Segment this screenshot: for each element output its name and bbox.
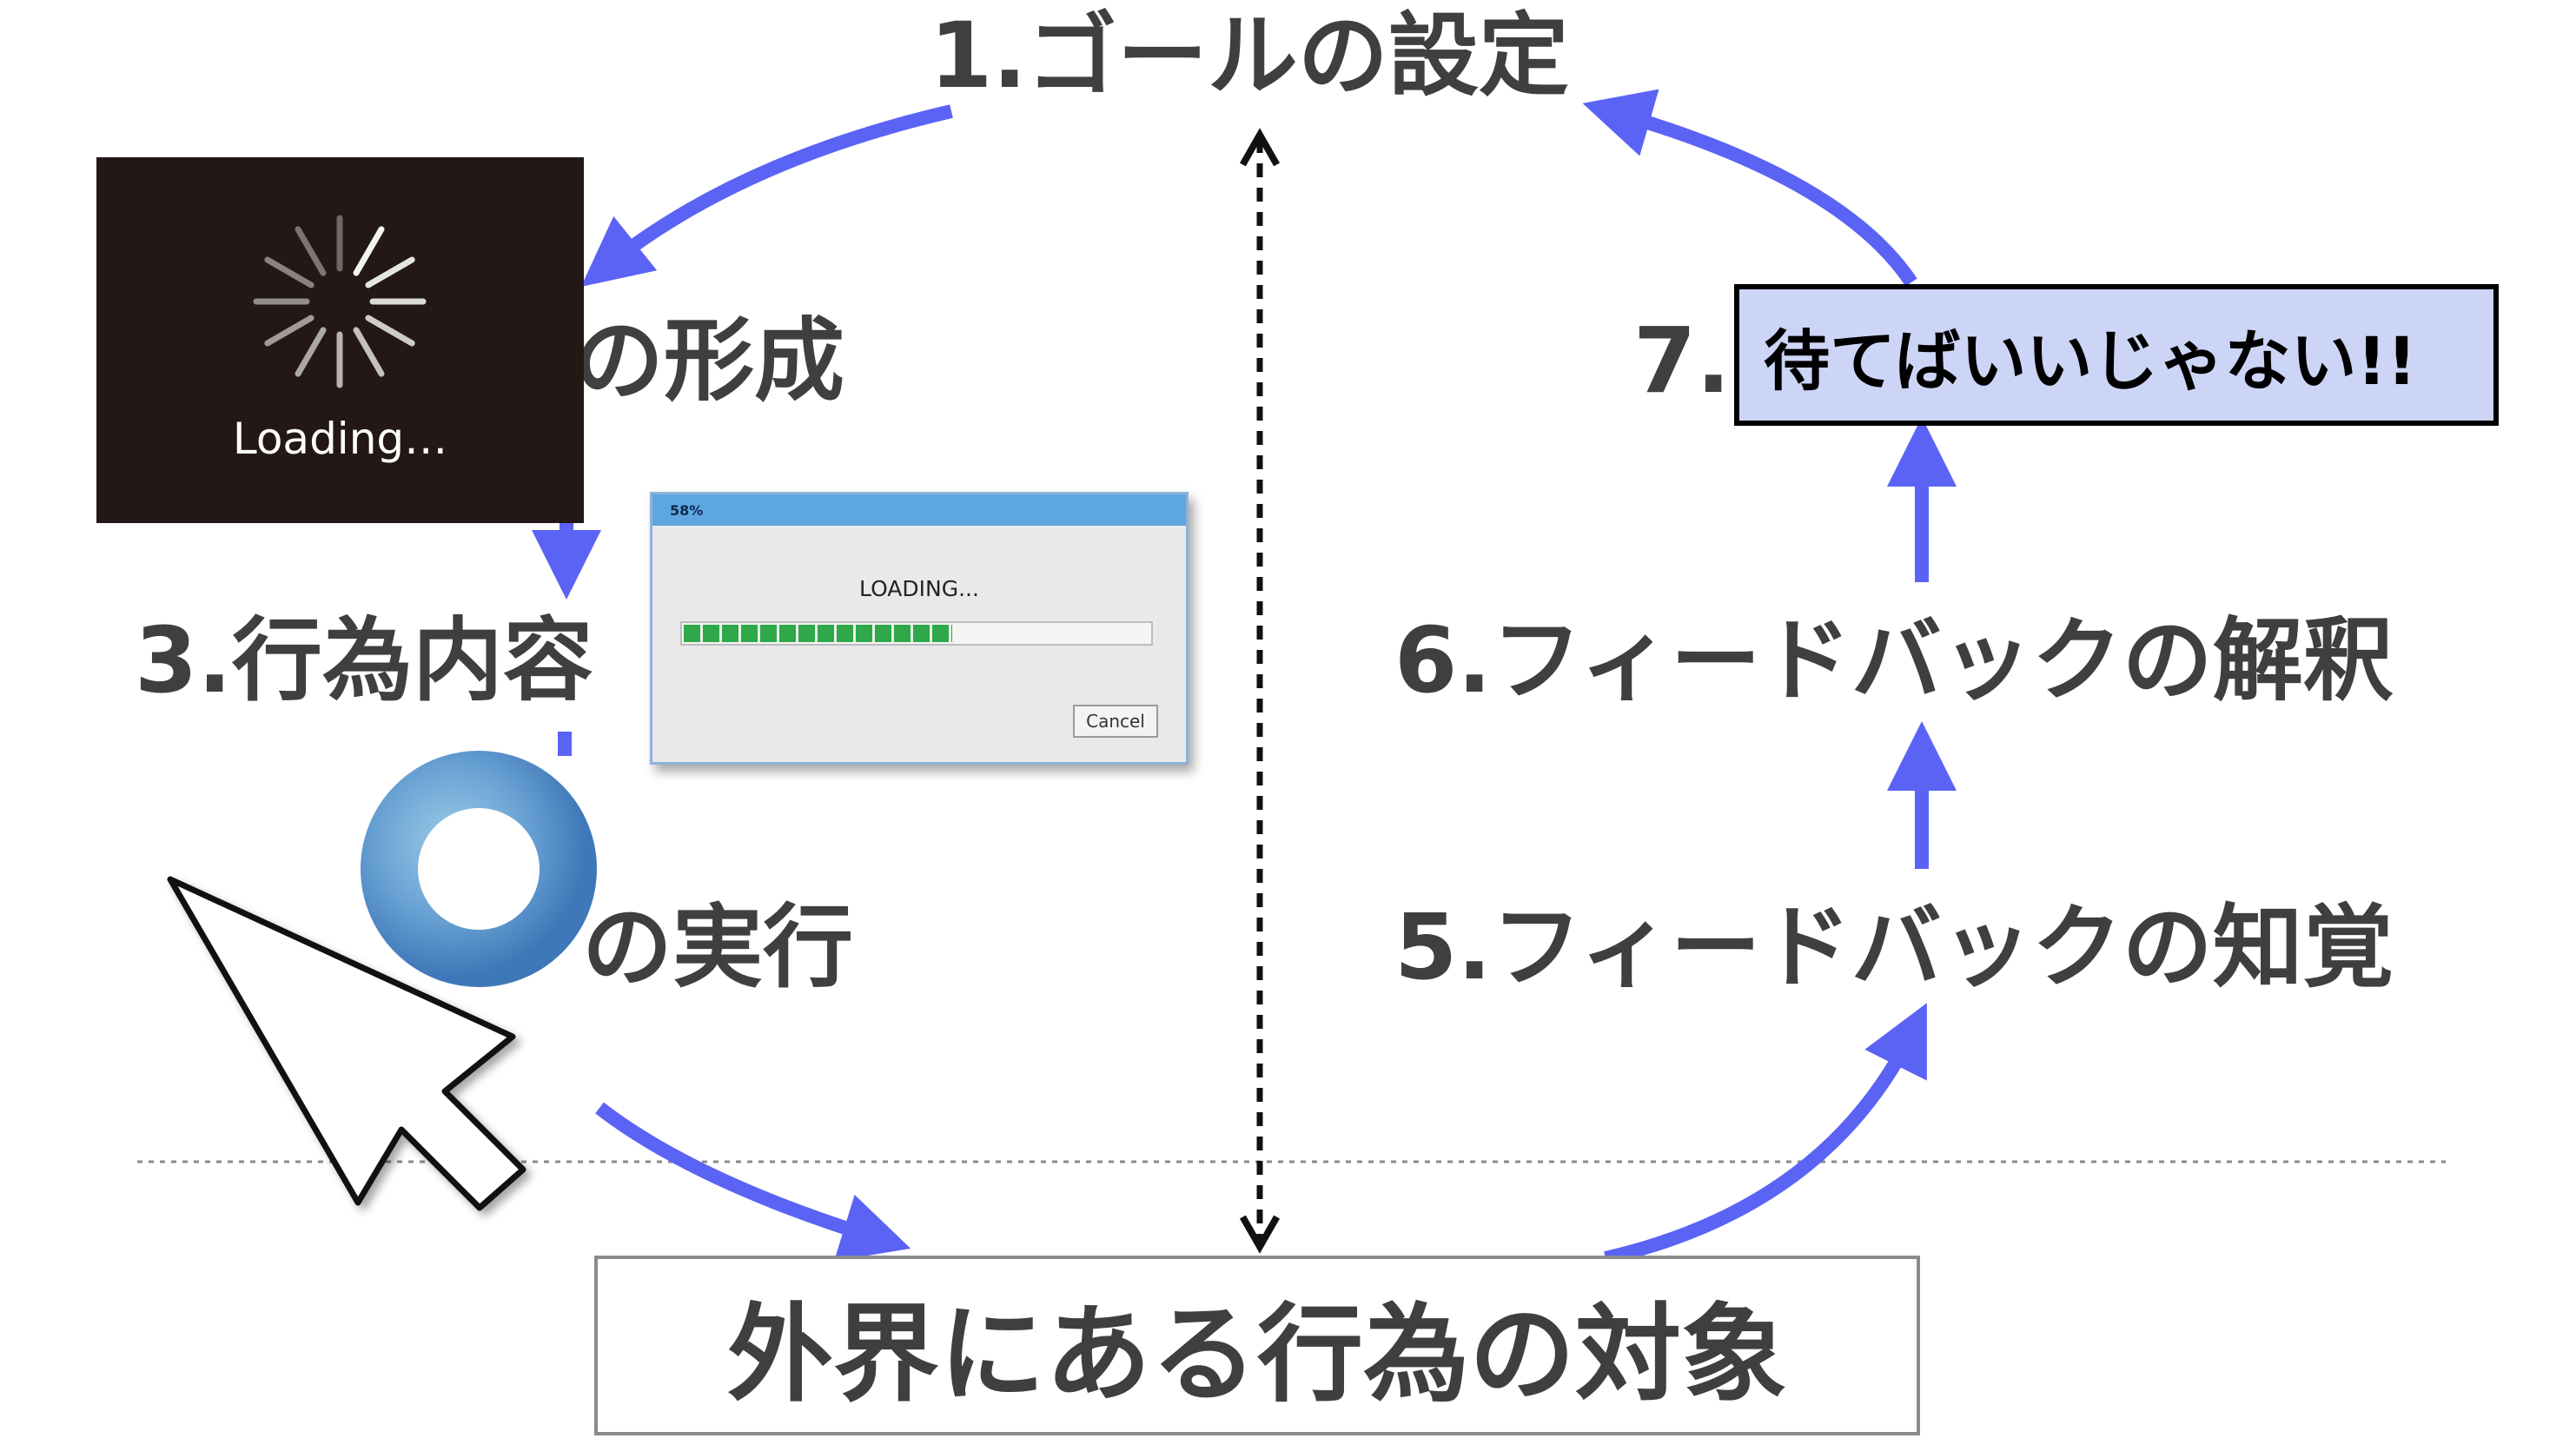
arrow-goal-to-intention: [580, 104, 953, 287]
stage-intention-label: の形成: [573, 308, 845, 414]
stage-evaluation-label: 7.: [1633, 308, 1731, 414]
arrow-evaluation-to-goal: [1582, 89, 1917, 287]
spinner-spoke: [295, 327, 327, 377]
loading-dialog: 58% LOADING... Cancel: [650, 492, 1189, 765]
mouse-cursor-icon: [167, 876, 526, 1211]
world-object-label: 外界にある行為の対象: [727, 1293, 1787, 1416]
spinner-spoke: [353, 226, 385, 276]
arrow-execution-to-world: [595, 1102, 911, 1262]
callout-box: 待てばいいじゃない!!: [1734, 284, 2499, 426]
loading-spinner-overlay: Loading…: [96, 157, 584, 523]
busy-ring-icon: [361, 751, 597, 987]
stage-interpretation-label: 6.フィードバックの解釈: [1394, 607, 2394, 713]
spinner-spoke: [365, 315, 415, 347]
dialog-title-bar[interactable]: 58%: [652, 494, 1186, 526]
progress-bar-fill: [684, 625, 953, 642]
arrow-world-to-perception: [1604, 1003, 1927, 1265]
dialog-title-text: 58%: [670, 502, 704, 519]
spinner-icon: [253, 215, 427, 388]
progress-bar: [680, 621, 1153, 646]
world-object-box: 外界にある行為の対象: [594, 1256, 1920, 1435]
spinner-spoke: [295, 226, 327, 276]
spinner-spoke: [264, 256, 315, 288]
spinner-spoke: [264, 315, 315, 347]
spinner-spoke: [353, 327, 385, 377]
stage-goal-label: 1.ゴールの設定: [930, 3, 1569, 109]
stage-execution-label: の実行: [582, 894, 854, 1000]
loading-spinner-text: Loading…: [232, 414, 448, 464]
cancel-button[interactable]: Cancel: [1073, 705, 1158, 738]
stage-action-spec-label: 3.行為内容: [135, 607, 593, 713]
dialog-message: LOADING...: [859, 576, 979, 601]
stage-perception-label: 5.フィードバックの知覚: [1394, 894, 2394, 1000]
callout-text: 待てばいいじゃない!!: [1764, 321, 2417, 400]
spinner-spoke: [365, 256, 415, 288]
